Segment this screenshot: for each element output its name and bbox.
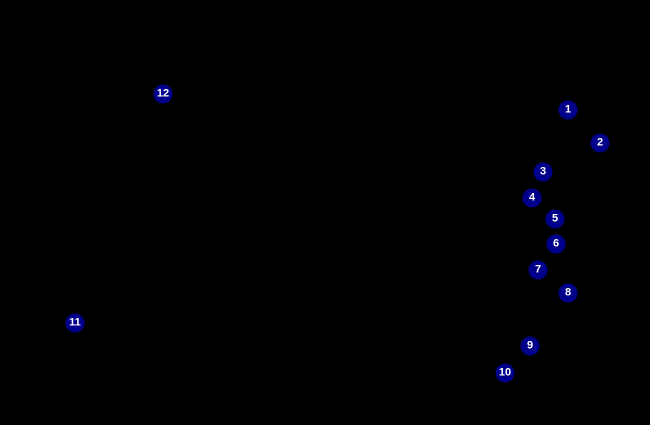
mark-badge-3[interactable]: 3 (533, 162, 553, 182)
mark-badge-8[interactable]: 8 (558, 283, 578, 303)
mark-badge-6[interactable]: 6 (546, 234, 566, 254)
mark-badge-1[interactable]: 1 (558, 100, 578, 120)
mark-badge-9[interactable]: 9 (520, 336, 540, 356)
mark-badge-5[interactable]: 5 (545, 209, 565, 229)
mark-badge-7[interactable]: 7 (528, 260, 548, 280)
mark-badge-2[interactable]: 2 (590, 133, 610, 153)
mark-badge-11[interactable]: 11 (65, 313, 85, 333)
mark-badge-4[interactable]: 4 (522, 188, 542, 208)
mark-badge-12[interactable]: 12 (153, 84, 173, 104)
mark-badge-10[interactable]: 10 (495, 363, 515, 383)
